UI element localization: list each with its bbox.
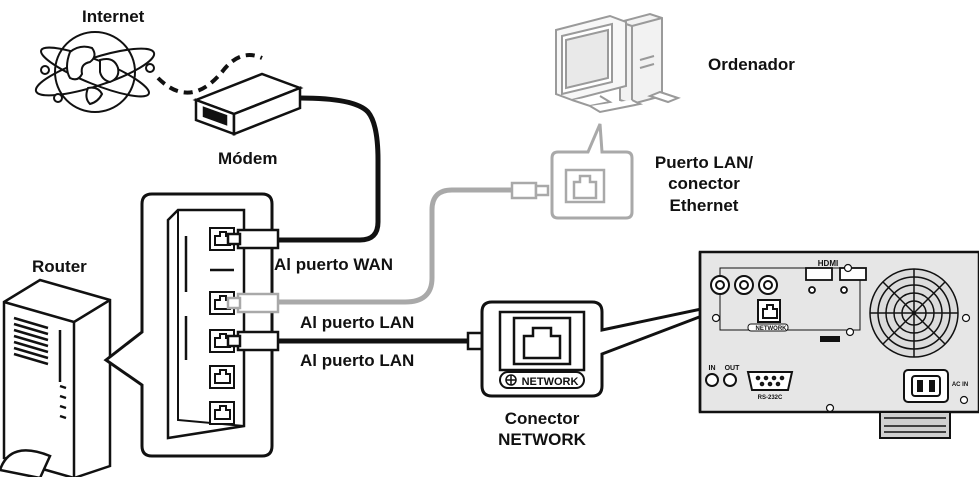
computer-router-plug-icon bbox=[226, 292, 280, 314]
network-connector-label: Conector NETWORK bbox=[482, 408, 602, 451]
device-rear-panel: HDMI NETWORK IN OUT bbox=[698, 250, 979, 439]
router-port-lan3-icon bbox=[209, 365, 235, 389]
lan-port-label: Puerto LAN/ conector Ethernet bbox=[646, 152, 762, 216]
hdmi-logo: HDMI bbox=[818, 259, 838, 268]
flasher-jack-icon bbox=[705, 373, 737, 387]
computer-label: Ordenador bbox=[708, 55, 795, 74]
rs232c-port-icon bbox=[746, 371, 794, 391]
panel-in-label: IN bbox=[709, 365, 716, 372]
modem-device-icon bbox=[192, 72, 304, 136]
network-connector-label-line2: NETWORK bbox=[498, 430, 586, 450]
internet-label: Internet bbox=[82, 7, 145, 26]
lan-port-label-line1: Puerto LAN/ bbox=[654, 153, 754, 172]
computer-lan-cable bbox=[278, 187, 512, 305]
modem-wan-cable bbox=[278, 95, 381, 243]
internet-globe-icon bbox=[34, 31, 156, 113]
modem-label: Módem bbox=[218, 149, 278, 168]
lan-port-label-line2: conector bbox=[668, 174, 740, 194]
lan-port-callout bbox=[550, 123, 634, 220]
ac-inlet-icon bbox=[903, 369, 949, 403]
computer-lan-plug-icon bbox=[510, 181, 550, 200]
network-port-icon bbox=[512, 316, 572, 366]
network-badge-label: NETWORK bbox=[522, 376, 579, 388]
router-port-lan4-icon bbox=[209, 401, 235, 425]
router-device-icon bbox=[0, 278, 112, 477]
wan-plug-icon bbox=[226, 228, 280, 250]
internet-link-dashed bbox=[156, 53, 263, 95]
router-zoom-callout bbox=[103, 192, 274, 458]
network-badge-small: NETWORK bbox=[756, 326, 788, 332]
computer-icon bbox=[555, 12, 681, 114]
panel-ac-in-label: AC IN bbox=[952, 382, 968, 388]
panel-rs232c-label: RS-232C bbox=[758, 395, 783, 401]
network-connector-label-line1: Conector bbox=[504, 409, 580, 428]
screw-icon bbox=[711, 263, 971, 413]
ethernet-port-icon bbox=[564, 168, 606, 204]
cooling-fan-icon bbox=[869, 268, 959, 358]
wan-port-label: Al puerto WAN bbox=[274, 255, 393, 274]
network-connector-callout: NETWORK bbox=[480, 298, 745, 398]
network-port-on-panel-icon bbox=[757, 299, 781, 323]
router-label: Router bbox=[32, 257, 87, 276]
network-globe-icon bbox=[505, 374, 517, 386]
video-jack-icon bbox=[710, 275, 778, 295]
network-router-plug-icon bbox=[226, 330, 280, 352]
lan-port-label-line3: Ethernet bbox=[669, 195, 739, 215]
panel-out-label: OUT bbox=[725, 365, 741, 372]
lan-port-label-1: Al puerto LAN bbox=[300, 313, 415, 332]
lan-port-label-2: Al puerto LAN bbox=[300, 351, 415, 370]
